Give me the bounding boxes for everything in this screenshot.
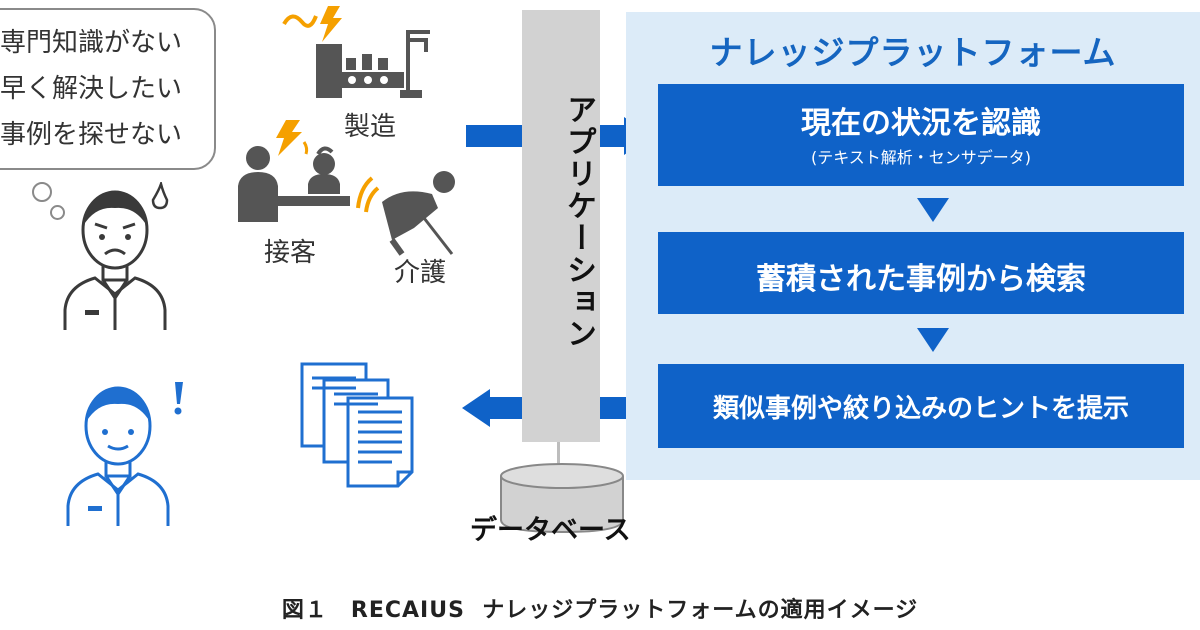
documents-icon	[300, 362, 414, 488]
factory-icon	[316, 30, 430, 98]
worried-person-icon	[63, 182, 169, 330]
step-search: 蓄積された事例から検索	[658, 232, 1184, 314]
bubble-line-1: 専門知識がない	[0, 28, 183, 58]
thought-dot-small	[50, 205, 65, 220]
knowledge-platform-panel: ナレッジプラットフォーム 現在の状況を認識 (テキスト解析・センサデータ) 蓄積…	[626, 12, 1200, 480]
label-manufacturing: 製造	[344, 112, 397, 142]
step-search-main: 蓄積された事例から検索	[756, 262, 1086, 297]
database-label: データベース	[470, 515, 631, 546]
step-recognize: 現在の状況を認識 (テキスト解析・センサデータ)	[658, 84, 1184, 186]
db-connector-line	[557, 442, 560, 474]
application-label: アプリケーション	[561, 94, 596, 350]
input-arrow-left-segment	[466, 125, 522, 147]
thought-dot-large	[32, 182, 52, 202]
platform-title: ナレッジプラットフォーム	[709, 33, 1117, 72]
figure-caption: 図１ RECAIUS ナレッジプラットフォームの適用イメージ	[0, 592, 1200, 624]
step-recognize-sub: (テキスト解析・センサデータ)	[810, 148, 1031, 167]
database-icon	[500, 463, 624, 534]
relieved-person-icon	[66, 386, 170, 526]
label-customer-service: 接客	[264, 238, 317, 268]
bubble-line-2: 早く解決したい	[0, 74, 183, 104]
step-present-hints: 類似事例や絞り込みのヒントを提示	[658, 364, 1184, 448]
speech-bubble: 専門知識がない 早く解決したい 事例を探せない	[0, 8, 216, 170]
output-arrow-left-segment	[488, 397, 522, 419]
figure-caption-text: RECAIUS ナレッジプラットフォームの適用イメージ	[350, 598, 919, 623]
lightning-icon	[276, 120, 309, 156]
application-column: アプリケーション	[522, 10, 600, 442]
label-nursing-care: 介護	[394, 258, 447, 288]
clerk-icon	[238, 146, 350, 222]
flow-down-arrow-1	[917, 198, 949, 222]
step-present-hints-main: 類似事例や絞り込みのヒントを提示	[712, 394, 1129, 424]
figure-number: 図１	[281, 598, 328, 623]
exclamation-icon	[174, 382, 183, 415]
step-recognize-main: 現在の状況を認識	[801, 106, 1041, 141]
flow-down-arrow-2	[917, 328, 949, 352]
input-arrow-right-segment	[600, 125, 626, 147]
bubble-line-3: 事例を探せない	[0, 120, 183, 150]
caregiver-icon	[356, 171, 455, 256]
lightning-icon	[282, 6, 342, 42]
output-arrow-head	[462, 389, 490, 427]
